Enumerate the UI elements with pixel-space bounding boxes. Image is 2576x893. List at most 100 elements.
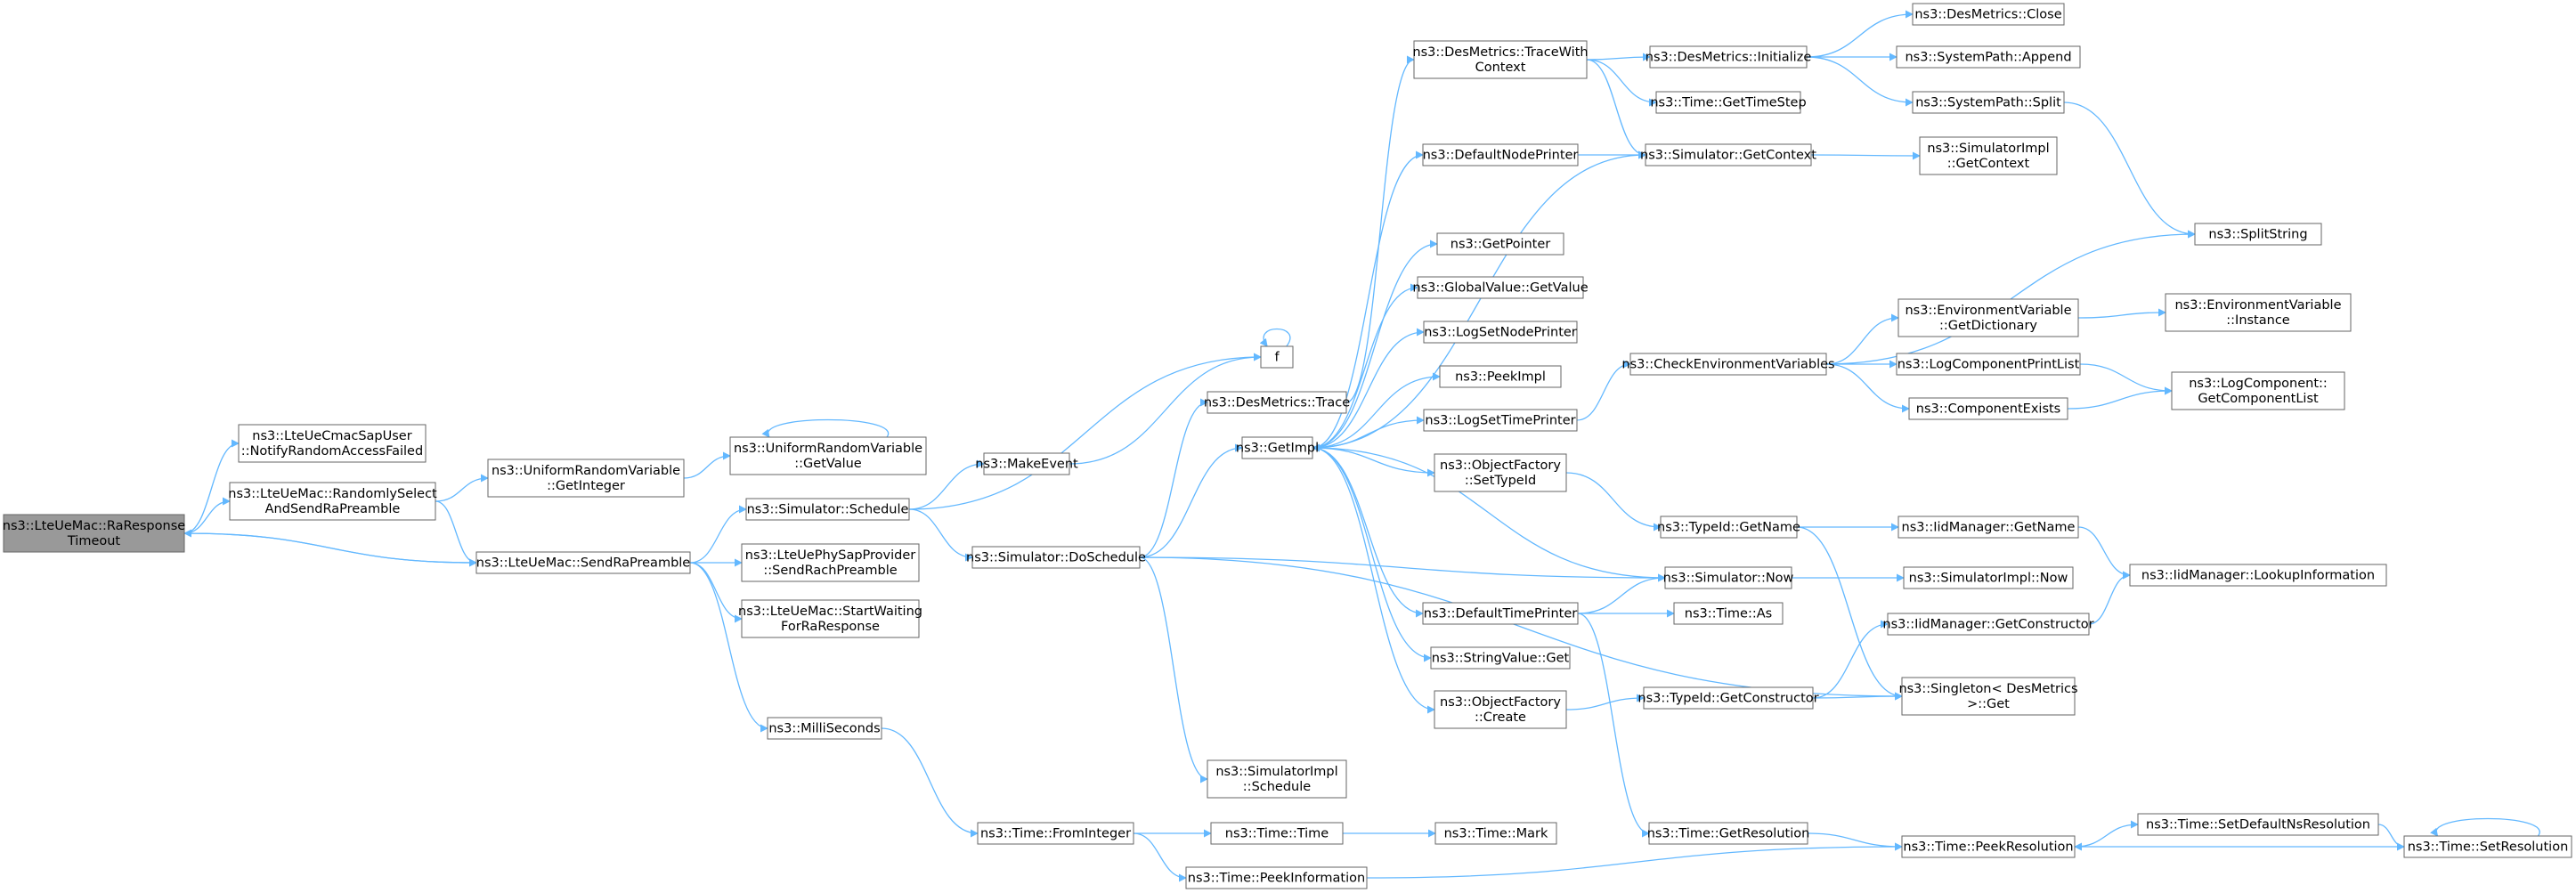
node-deftime[interactable]: ns3::DefaultTimePrinter — [1422, 602, 1579, 625]
node-label-tidgetctor-0: ns3::TypeId::GetConstructor — [1637, 692, 1818, 706]
node-getres[interactable]: ns3::Time::GetResolution — [1647, 822, 1810, 845]
edge-setdefres-to-setres — [2377, 824, 2405, 851]
node-label-dmtracectx-1: Context — [1475, 61, 1526, 75]
node-schedule[interactable]: ns3::Simulator::Schedule — [745, 498, 910, 521]
node-singleton[interactable]: ns3::Singleton< DesMetrics >::Get — [1898, 677, 2078, 716]
node-box-getimpl — [1241, 436, 1313, 459]
node-rach[interactable]: ns3::LteUePhySapProvider::SendRachPreamb… — [741, 543, 920, 582]
node-box-iidgetname — [1897, 516, 2079, 539]
edge-dminit-to-spsplit — [1806, 56, 1914, 107]
edge-tidgetname-to-singleton — [1796, 526, 1903, 701]
node-box-simimplsched — [1207, 759, 1347, 799]
node-label-ofsettype-1: ::SetTypeId — [1465, 474, 1536, 488]
node-notify[interactable]: ns3::LteUeCmacSapUser::NotifyRandomAcces… — [238, 424, 427, 463]
node-box-tidgetctor — [1643, 686, 1814, 710]
node-timeas[interactable]: ns3::Time::As — [1673, 602, 1784, 625]
node-getptr[interactable]: ns3::GetPointer — [1436, 232, 1564, 256]
node-label-dosched-0: ns3::Simulator::DoSchedule — [966, 551, 1146, 565]
node-iidgetctor[interactable]: ns3::IidManager::GetConstructor — [1882, 613, 2094, 636]
node-box-notify — [238, 424, 427, 463]
node-dosched[interactable]: ns3::Simulator::DoSchedule — [966, 546, 1146, 569]
node-box-spappend — [1896, 45, 2081, 69]
node-setres[interactable]: ns3::Time::SetResolution — [2403, 835, 2572, 858]
node-setdefres[interactable]: ns3::Time::SetDefaultNsResolution — [2137, 813, 2379, 836]
node-checkenv[interactable]: ns3::CheckEnvironmentVariables — [1621, 353, 1835, 376]
node-milli[interactable]: ns3::MilliSeconds — [767, 717, 882, 740]
node-dminit[interactable]: ns3::DesMetrics::Initialize — [1646, 45, 1812, 69]
node-tidgetctor[interactable]: ns3::TypeId::GetConstructor — [1637, 686, 1819, 710]
node-randsel[interactable]: ns3::LteUeMac::RandomlySelectAndSendRaPr… — [228, 482, 437, 521]
edge-schedule-to-makeevent — [908, 459, 985, 510]
node-lcgetlist[interactable]: ns3::LogComponent::GetComponentList — [2171, 371, 2345, 410]
node-peekimpl[interactable]: ns3::PeekImpl — [1439, 365, 1562, 388]
node-peekinfo[interactable]: ns3::Time::PeekInformation — [1185, 866, 1368, 889]
node-ofcreate[interactable]: ns3::ObjectFactory::Create — [1434, 690, 1567, 729]
edge-iidgetctor-to-iidlookup — [2088, 571, 2131, 625]
node-timetime[interactable]: ns3::Time::Time — [1210, 822, 1344, 845]
node-f[interactable]: f — [1260, 345, 1294, 369]
node-box-gettimestep — [1655, 91, 1801, 114]
node-logtime[interactable]: ns3::LogSetTimePrinter — [1423, 409, 1578, 432]
node-label-envdict-1: ::GetDictionary — [1939, 319, 2037, 333]
node-simimplsched[interactable]: ns3::SimulatorImpl::Schedule — [1207, 759, 1347, 799]
edge-urvval-to-urvval — [761, 418, 890, 438]
node-peekres[interactable]: ns3::Time::PeekResolution — [1901, 835, 2076, 858]
node-iidgetname[interactable]: ns3::IidManager::GetName — [1897, 516, 2079, 539]
edge-dosched-to-simimplsched — [1139, 556, 1208, 783]
edge-getres-to-peekres — [1807, 832, 1903, 851]
node-label-urvval-0: ns3::UniformRandomVariable — [734, 442, 922, 456]
node-lcprint[interactable]: ns3::LogComponentPrintList — [1896, 353, 2081, 376]
node-splitstr[interactable]: ns3::SplitString — [2194, 223, 2322, 246]
node-iidlookup[interactable]: ns3::IidManager::LookupInformation — [2129, 564, 2387, 587]
edge-dminit-to-dmclose — [1806, 10, 1914, 58]
edge-deftime-to-getres — [1577, 613, 1650, 838]
edge-getimpl-to-strget — [1312, 447, 1432, 662]
node-urvint[interactable]: ns3::UniformRandomVariable::GetInteger — [487, 459, 685, 498]
node-box-timetime — [1210, 822, 1344, 845]
node-envdict[interactable]: ns3::EnvironmentVariable::GetDictionary — [1897, 298, 2079, 337]
edge-deftime-to-simnow — [1577, 573, 1666, 614]
node-makeevent[interactable]: ns3::MakeEvent — [975, 452, 1078, 475]
node-simgetctx[interactable]: ns3::Simulator::GetContext — [1640, 143, 1816, 166]
node-envinst[interactable]: ns3::EnvironmentVariable::Instance — [2165, 293, 2352, 332]
edge-tidgetctor-to-singleton — [1812, 692, 1903, 701]
node-label-spappend-0: ns3::SystemPath::Append — [1905, 51, 2071, 65]
node-label-dminit-0: ns3::DesMetrics::Initialize — [1646, 51, 1812, 65]
node-simimplnow[interactable]: ns3::SimulatorImpl::Now — [1903, 566, 2074, 589]
node-dmclose[interactable]: ns3::DesMetrics::Close — [1912, 3, 2065, 26]
node-spappend[interactable]: ns3::SystemPath::Append — [1896, 45, 2081, 69]
node-label-fromint-0: ns3::Time::FromInteger — [980, 827, 1131, 841]
node-ofsettype[interactable]: ns3::ObjectFactory::SetTypeId — [1434, 453, 1567, 492]
node-compexists[interactable]: ns3::ComponentExists — [1908, 397, 2068, 420]
node-dmtrace[interactable]: ns3::DesMetrics::Trace — [1204, 391, 1350, 414]
edge-makeevent-to-f — [1069, 353, 1262, 465]
node-label-urvint-1: ::GetInteger — [547, 479, 625, 493]
edge-getimpl-to-getptr — [1312, 239, 1438, 449]
node-strget[interactable]: ns3::StringValue::Get — [1430, 646, 1571, 670]
edge-getimpl-to-simgetctx — [1312, 150, 1646, 449]
node-defnode[interactable]: ns3::DefaultNodePrinter — [1422, 143, 1579, 166]
node-box-lognode — [1423, 321, 1578, 344]
node-label-spsplit-0: ns3::SystemPath::Split — [1915, 96, 2061, 110]
node-simnow[interactable]: ns3::Simulator::Now — [1663, 566, 1794, 589]
edge-envdict-to-envinst — [2077, 308, 2166, 319]
node-box-ofsettype — [1434, 453, 1567, 492]
node-getimpl[interactable]: ns3::GetImpl — [1236, 436, 1319, 459]
node-box-milli — [767, 717, 882, 740]
node-lognode[interactable]: ns3::LogSetNodePrinter — [1423, 321, 1578, 344]
node-fromint[interactable]: ns3::Time::FromInteger — [977, 822, 1134, 845]
node-gettimestep[interactable]: ns3::Time::GetTimeStep — [1650, 91, 1807, 114]
node-simimplctx[interactable]: ns3::SimulatorImpl::GetContext — [1919, 136, 2058, 175]
node-mark[interactable]: ns3::Time::Mark — [1434, 822, 1557, 845]
node-sendra[interactable]: ns3::LteUeMac::SendRaPreamble — [475, 551, 691, 574]
node-gvget[interactable]: ns3::GlobalValue::GetValue — [1412, 276, 1589, 299]
node-tidgetname[interactable]: ns3::TypeId::GetName — [1657, 516, 1800, 539]
node-box-randsel — [229, 482, 436, 521]
node-urvval[interactable]: ns3::UniformRandomVariable::GetValue — [729, 436, 927, 475]
node-label-notify-1: ::NotifyRandomAccessFailed — [241, 444, 423, 459]
node-spsplit[interactable]: ns3::SystemPath::Split — [1912, 91, 2065, 114]
